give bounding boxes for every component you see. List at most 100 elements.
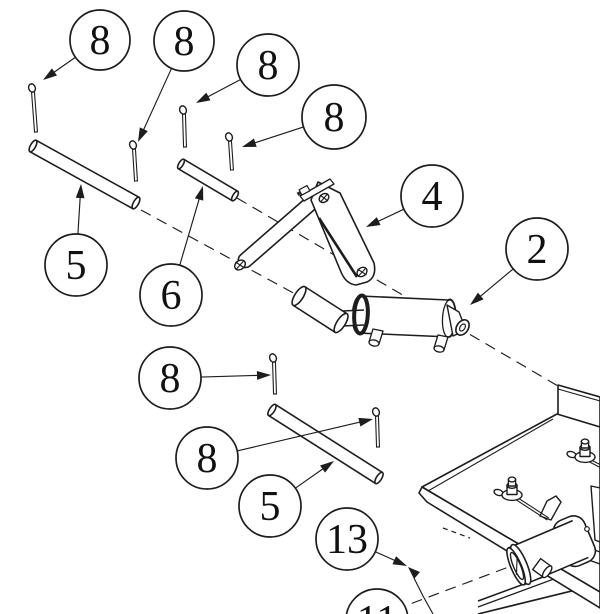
leader-line (477, 268, 514, 300)
cotter-pins (27, 83, 381, 448)
cotter-pin (128, 140, 139, 182)
leader-arrowhead (366, 217, 381, 227)
leader-line (77, 193, 81, 235)
leader-line (50, 56, 76, 75)
balloon-8: 8 (242, 84, 367, 150)
balloon-label: 8 (197, 436, 218, 482)
balloon-circle (301, 84, 367, 150)
bracket-tab-bolt (296, 184, 311, 196)
balloon-circle (400, 164, 464, 228)
pivot-tube (506, 515, 597, 586)
balloon-8: 8 (138, 10, 215, 142)
boss-pin-hole (584, 526, 590, 532)
balloon-circle (139, 263, 203, 327)
cotter-pin (268, 353, 278, 395)
leader-arrowhead (75, 184, 85, 199)
leader-line (204, 78, 241, 99)
tube-stub-fitting (532, 557, 553, 579)
balloon-circle (44, 233, 108, 297)
balloon-label: 6 (161, 273, 182, 319)
rod-pin (267, 403, 384, 485)
frame-gusset-hook (539, 495, 562, 521)
balloon-circle (138, 346, 202, 410)
frame-assembly (418, 384, 600, 614)
balloon-label: 8 (90, 18, 111, 64)
balloon-label: 2 (527, 227, 548, 273)
balloon-label: 13 (326, 517, 368, 563)
balloon-circle (315, 507, 379, 571)
part-13-fastener (408, 567, 420, 579)
cotter-pin (178, 105, 188, 148)
leader-arrowhead (320, 461, 334, 473)
deck-hidden-line (442, 527, 471, 539)
balloon-4: 4 (366, 164, 464, 228)
leader-arrowhead (256, 371, 271, 380)
balloon-11: 11 (345, 588, 409, 614)
balloon-label: 8 (174, 19, 195, 65)
cylinder-port-front (368, 328, 384, 347)
balloon-8: 8 (196, 33, 300, 103)
balloon-label: 8 (160, 356, 181, 402)
leader-line (374, 208, 405, 224)
leader-arrowhead (138, 127, 148, 142)
leader-line (295, 466, 327, 489)
cylinder-gland-ring (352, 293, 370, 336)
balloon-5: 5 (44, 184, 108, 297)
leader-line (141, 68, 173, 134)
balloon-label: 8 (258, 43, 279, 89)
leader-arrowhead (194, 186, 204, 201)
carriage-bolt (493, 476, 550, 521)
leader-line (251, 126, 304, 145)
cotter-pin (27, 83, 39, 133)
pivot-bracket (233, 178, 376, 286)
balloon-circle (345, 588, 409, 614)
balloon-circle (236, 33, 300, 97)
carriage-bolt (566, 438, 600, 468)
balloon-circle (153, 10, 215, 72)
leader-line (179, 195, 201, 266)
balloon-circle (505, 217, 569, 281)
balloon-label: 5 (66, 243, 87, 289)
balloon-circle (238, 474, 302, 538)
balloon-label: 8 (324, 95, 345, 141)
balloon-2: 2 (470, 217, 569, 305)
bracket-tab (299, 178, 335, 202)
leader-line (237, 420, 364, 452)
balloon-6: 6 (139, 186, 204, 327)
balloon-8: 8 (138, 346, 271, 410)
balloon-8: 8 (175, 417, 373, 490)
frame-back-wall-edge (557, 388, 600, 402)
bracket-plate (310, 181, 376, 286)
balloon-label: 5 (260, 484, 281, 530)
bracket-hole-lower-right (356, 266, 368, 278)
rod-clevis-tube (291, 285, 349, 334)
leader-arrowhead (470, 292, 484, 305)
leader-line (375, 551, 399, 563)
bracket-hole-lower-left (233, 259, 247, 271)
leader-arrowhead (358, 417, 373, 427)
balloon-circle (69, 9, 131, 71)
rod-pin (176, 158, 240, 202)
bracket-hole-upper (318, 192, 330, 204)
cotter-pin (371, 407, 381, 448)
leader-line (200, 374, 262, 378)
leader-arrowhead (242, 138, 257, 147)
leader-arrowhead (43, 68, 57, 80)
cotter-pin (224, 132, 235, 171)
cylinder-port-rear (433, 334, 449, 353)
deck-lip-edge (427, 418, 554, 492)
leader-arrowhead (392, 556, 407, 566)
balloon-label: 11 (357, 598, 397, 614)
clevis-rods (28, 139, 384, 485)
leader-bent-line-11 (413, 577, 434, 614)
cylinder-rear-eye-hole (458, 323, 467, 332)
balloon-13: 13 (315, 507, 407, 571)
bracket-bend-edge (317, 217, 359, 278)
balloon-8: 8 (43, 9, 131, 80)
carriage-bolts (493, 438, 600, 521)
hydraulic-cylinder (291, 285, 470, 353)
rod-pin (28, 139, 141, 210)
balloon-5: 5 (238, 461, 334, 538)
